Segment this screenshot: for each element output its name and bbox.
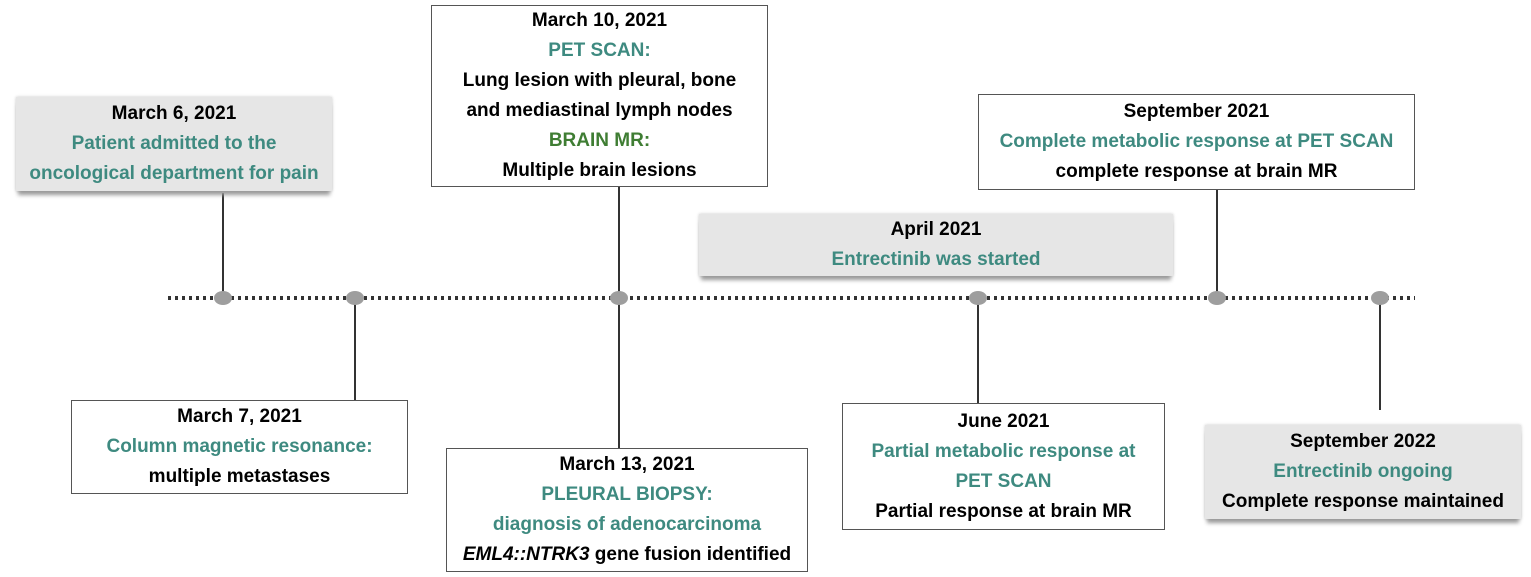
- node-march-10: [610, 291, 628, 305]
- event-date: March 13, 2021: [559, 454, 695, 475]
- gene-fusion-line: EML4::NTRK3 gene fusion identified: [447, 540, 807, 570]
- event-detail: complete response at brain MR: [1055, 161, 1338, 182]
- event-detail: Partial response at brain MR: [875, 500, 1132, 522]
- event-september-2021: September 2021 Complete metabolic respon…: [978, 94, 1415, 190]
- event-text-line: and mediastinal lymph nodes: [466, 100, 733, 121]
- event-march-6-2021: March 6, 2021 Patient admitted to the on…: [16, 97, 332, 191]
- event-text-line: Entrectinib was started: [831, 249, 1041, 270]
- node-march-7: [346, 291, 364, 305]
- event-text-line: Partial metabolic response at: [871, 440, 1136, 462]
- event-date: April 2021: [890, 219, 982, 240]
- event-date: March 10, 2021: [531, 10, 668, 31]
- node-june-2021: [969, 291, 987, 305]
- node-march-6: [214, 291, 232, 305]
- event-detail: Multiple brain lesions: [502, 160, 697, 181]
- event-date: September 2022: [1290, 431, 1436, 452]
- event-date: March 7, 2021: [177, 406, 302, 427]
- event-date: September 2021: [1123, 101, 1270, 122]
- event-text-line: oncological department for pain: [29, 163, 319, 184]
- event-detail: multiple metastases: [148, 466, 331, 487]
- event-date: March 6, 2021: [111, 103, 237, 124]
- event-text-line: Complete metabolic response at PET SCAN: [999, 131, 1394, 152]
- event-text-line: PET SCAN: [955, 470, 1052, 492]
- gene-fusion-text: gene fusion identified: [589, 544, 792, 565]
- event-text-line: Column magnetic resonance:: [106, 436, 373, 457]
- pet-scan-label: PET SCAN:: [548, 40, 651, 61]
- node-september-2022: [1371, 291, 1389, 305]
- event-march-7-2021: March 7, 2021 Column magnetic resonance:…: [71, 400, 408, 494]
- gene-name: EML4::NTRK3: [462, 544, 590, 565]
- event-march-13-2021: March 13, 2021 PLEURAL BIOPSY: diagnosis…: [446, 448, 808, 572]
- event-text-line: Patient admitted to the: [71, 133, 277, 154]
- event-september-2022: September 2022 Entrectinib ongoing Compl…: [1205, 425, 1521, 519]
- event-detail: Complete response maintained: [1222, 491, 1504, 512]
- event-march-10-2021: March 10, 2021 PET SCAN: Lung lesion wit…: [431, 5, 768, 187]
- event-april-2021: April 2021 Entrectinib was started: [699, 214, 1173, 276]
- event-text-line: diagnosis of adenocarcinoma: [492, 514, 762, 535]
- node-september-2021: [1208, 291, 1226, 305]
- event-june-2021: June 2021 Partial metabolic response at …: [842, 403, 1165, 530]
- brain-mr-label: BRAIN MR:: [548, 130, 651, 151]
- event-date: June 2021: [957, 410, 1050, 432]
- event-text-line: Entrectinib ongoing: [1273, 461, 1453, 482]
- event-text-line: Lung lesion with pleural, bone: [462, 70, 737, 91]
- event-text-line: PLEURAL BIOPSY:: [541, 484, 713, 505]
